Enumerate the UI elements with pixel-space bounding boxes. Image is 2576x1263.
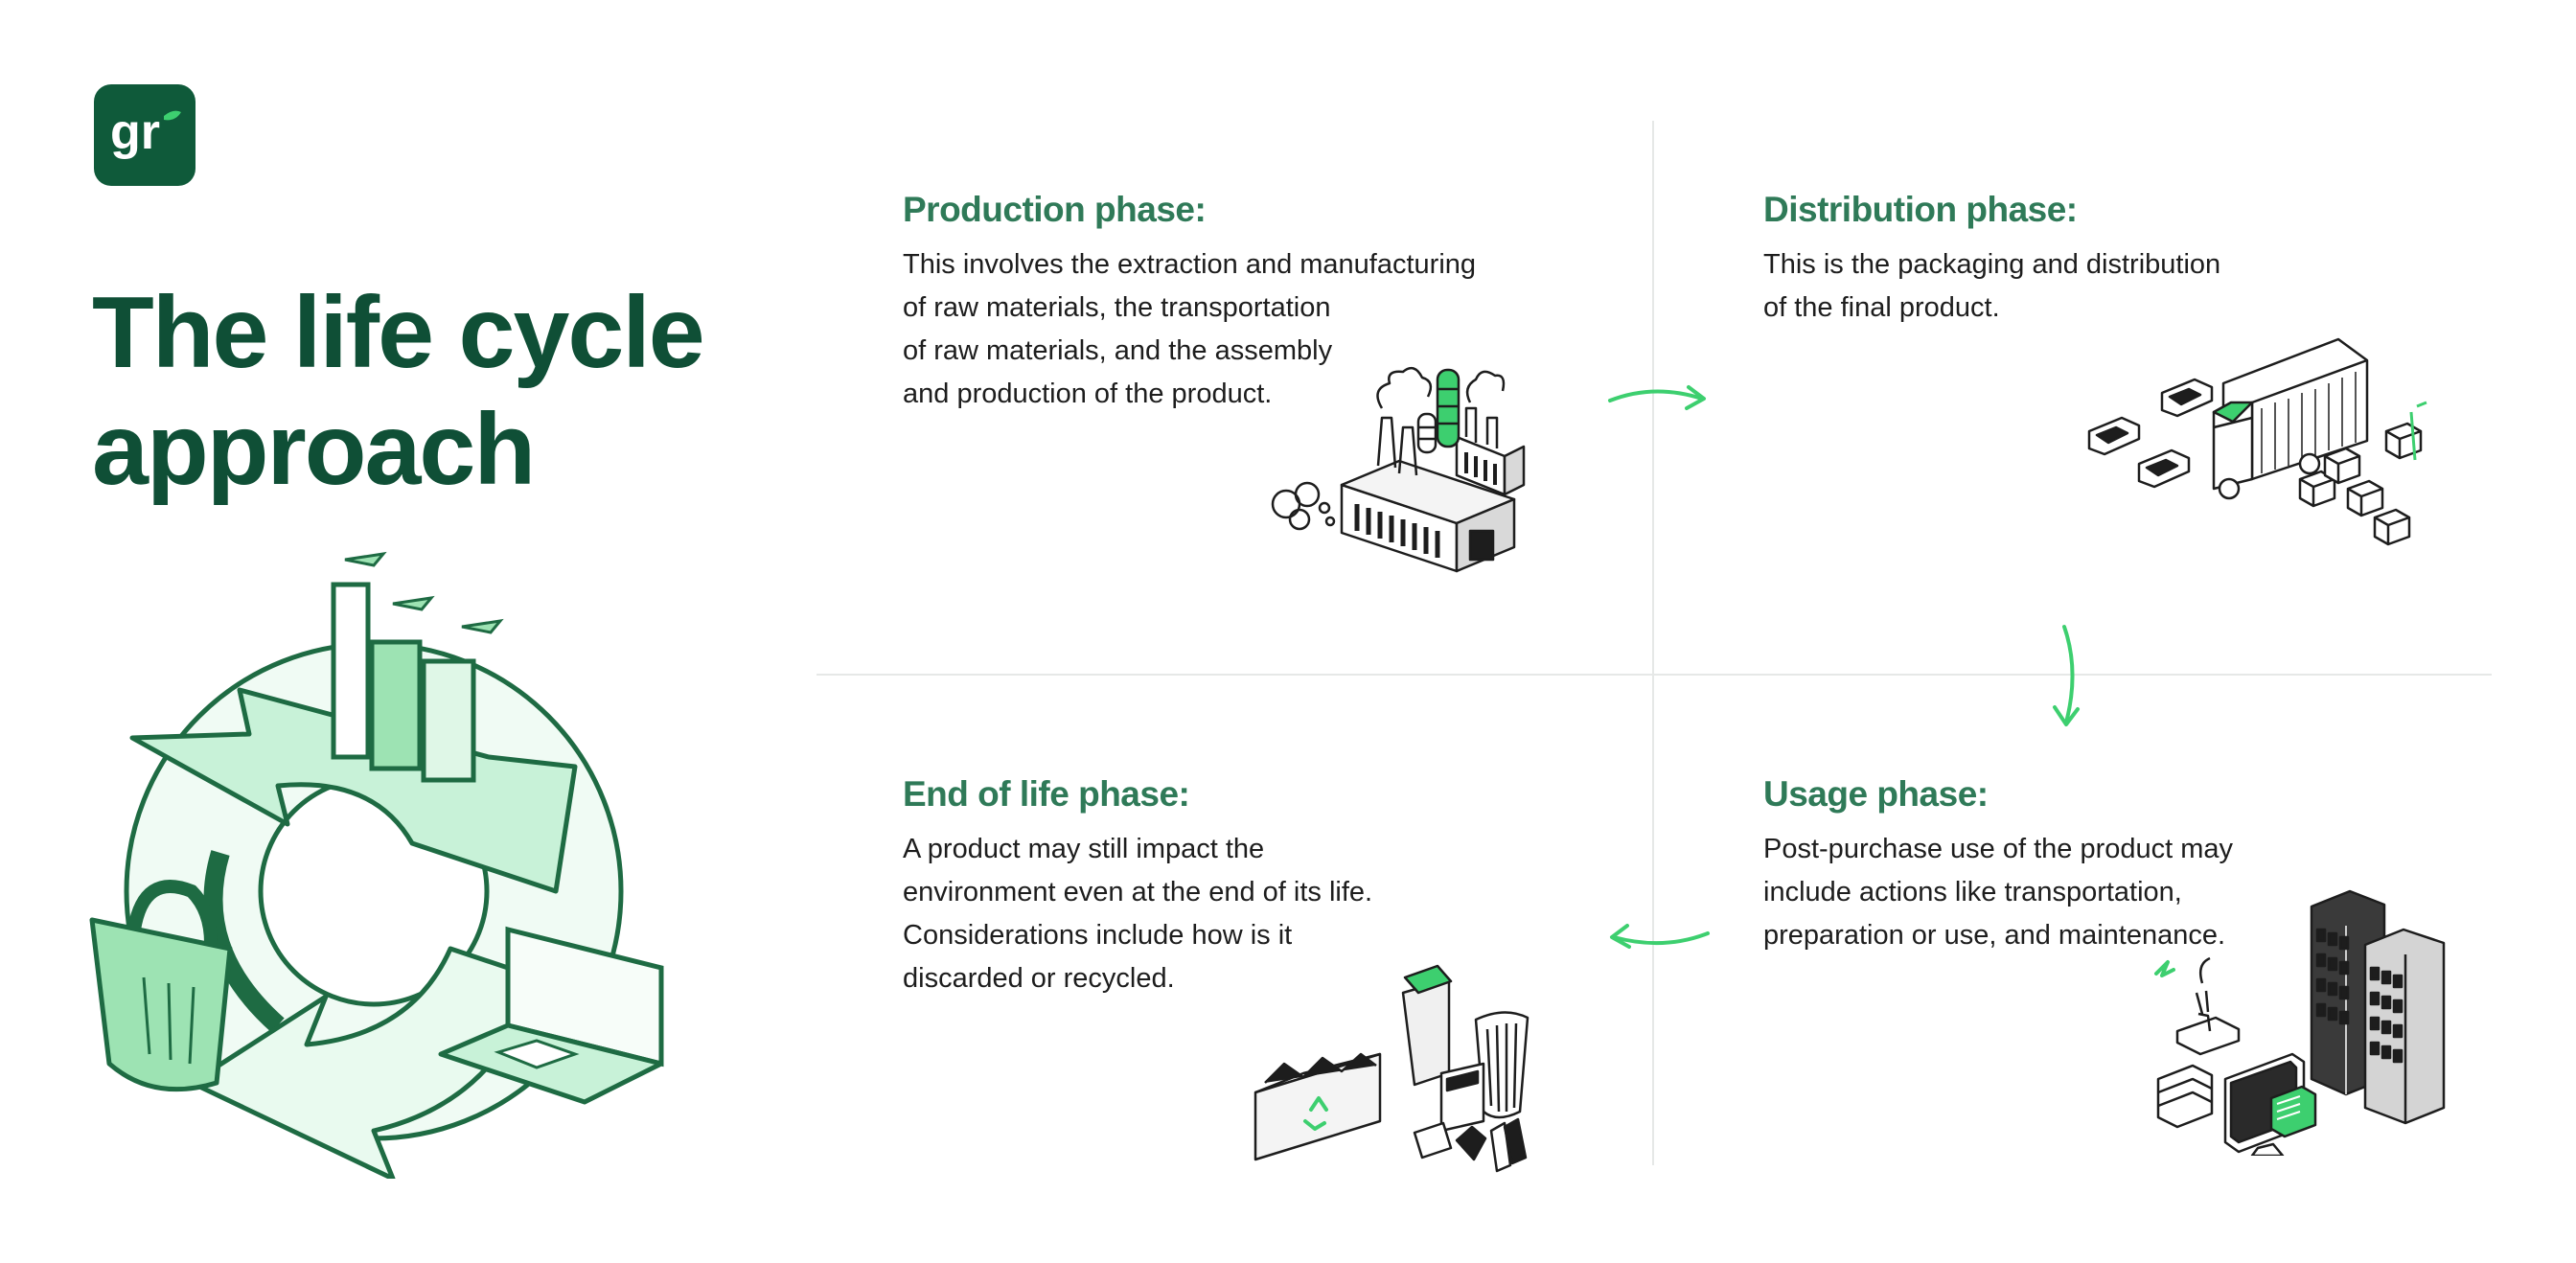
end-of-life-phase-body: A product may still impact the environme… [903,834,1373,994]
usage-phase-title: Usage phase: [1763,774,1989,814]
distribution-phase-title: Distribution phase: [1763,190,2078,229]
office-building-icon [2154,889,2446,1156]
page-title-line-2: approach [92,393,536,506]
grid-divider-vertical [1652,121,1654,1165]
factory-icon [1271,366,1526,573]
distribution-phase-body: This is the packaging and distribution o… [1763,249,2221,323]
end-of-life-phase: End of life phase: A product may still i… [903,774,1372,1000]
production-phase-title: Production phase: [903,190,1207,229]
usage-phase: Usage phase: Post-purchase use of the pr… [1763,774,2233,957]
recycle-cycle-icon [89,551,664,1179]
delivery-truck-icon [2087,337,2427,546]
end-of-life-phase-title: End of life phase: [903,774,1190,814]
production-phase-body: This involves the extraction and manufac… [903,249,1477,409]
usage-phase-body: Post-purchase use of the product may inc… [1763,834,2234,951]
distribution-phase: Distribution phase: This is the packagin… [1763,190,2220,330]
brand-logo-mark: gr [110,106,181,160]
recycling-bin-icon [1254,964,1530,1173]
arrow-down-icon [2053,625,2080,726]
page-title: The life cycle approach [92,274,705,508]
arrow-left-icon [1610,924,1710,949]
page-title-line-1: The life cycle [92,276,705,389]
production-phase: Production phase: This involves the extr… [903,190,1476,416]
brand-logo: gr [94,84,196,186]
leaf-icon [164,110,181,121]
brand-logo-text: gr [110,106,160,160]
grid-divider-horizontal [816,674,2492,676]
arrow-right-icon [1608,385,1706,410]
